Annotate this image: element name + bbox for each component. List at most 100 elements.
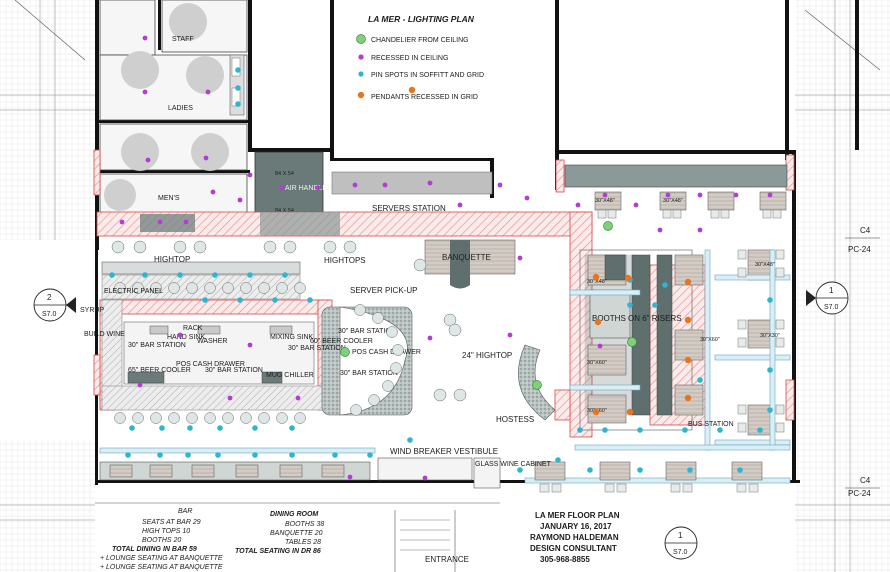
- beer-cooler-65: 65" BEER COOLER: [128, 367, 191, 374]
- bar-stool: [258, 282, 270, 294]
- ladies-label: LADIES: [168, 105, 193, 112]
- recessed-light-icon: [524, 195, 530, 201]
- recessed-light-icon: [422, 475, 428, 481]
- mixing-sink-label: MIXING SINK: [270, 334, 314, 341]
- recessed-light-icon: [657, 227, 663, 233]
- recessed-light-icon: [295, 395, 301, 401]
- section-sheet-left: S7.0: [42, 311, 57, 318]
- recessed-light-icon: [517, 255, 523, 261]
- recessed-light-icon: [119, 219, 125, 225]
- walls: [95, 0, 859, 485]
- bar-labels: SERVER PICK-UP ELECTRIC PANEL SYRUP BUIL…: [80, 286, 417, 338]
- pendant-icon: [594, 318, 602, 326]
- pin-spot-icon: [407, 437, 413, 443]
- legend-item-1: CHANDELIER FROM CEILING: [371, 37, 469, 44]
- pin-spot-icon: [142, 272, 148, 278]
- column-tag-top-b: PC-24: [848, 245, 871, 254]
- recessed-light-icon: [210, 189, 216, 195]
- recessed-light-icon: [203, 155, 209, 161]
- column-tag-top-a: C4: [860, 226, 871, 235]
- recessed-light-icon: [352, 182, 358, 188]
- wind-breaker-label: WIND BREAKER VESTIBULE: [390, 447, 498, 456]
- pin-spot-icon: [602, 427, 608, 433]
- bar-stool: [114, 282, 126, 294]
- bar-stool: [240, 282, 252, 294]
- bar-stool: [132, 282, 144, 294]
- hostess-stand: HOSTESS: [496, 344, 556, 424]
- banquette-label: BANQUETTE: [442, 253, 491, 262]
- bar-notes-total: TOTAL DINING IN BAR 59: [112, 546, 197, 553]
- pin-spot-icon: [717, 427, 723, 433]
- legend-item-4: PENDANTS RECESSED IN GRID: [371, 94, 478, 101]
- pin-spot-icon: [247, 272, 253, 278]
- hightops-label: HIGHTOPS: [324, 256, 366, 265]
- bar-stool: [132, 412, 144, 424]
- pin-spot-icon: [289, 425, 295, 431]
- pin-spot-icon: [697, 377, 703, 383]
- pin-spot-icon: [272, 297, 278, 303]
- section-number-bottom: 1: [678, 531, 683, 540]
- hightops: HIGHTOP HIGHTOPS 24" HIGHTOP: [111, 240, 512, 402]
- pin-spot-icon: [202, 297, 208, 303]
- table-size-5: 30"X60": [700, 337, 720, 343]
- pin-spot-icon: [577, 427, 583, 433]
- recessed-light-icon: [227, 395, 233, 401]
- recessed-light-icon: [157, 219, 163, 225]
- air-handler-dim-bottom: 84 X 54: [275, 208, 294, 214]
- bar-stool: [204, 282, 216, 294]
- pin-spot-icon: [217, 425, 223, 431]
- pin-spot-icon: [235, 67, 241, 73]
- bus-station-label: BUS STATION: [688, 421, 734, 428]
- vestibule: WIND BREAKER VESTIBULE GLASS WINE CABINE…: [377, 421, 734, 572]
- legend-item-3: PIN SPOTS IN SOFFITT AND GRID: [371, 72, 484, 79]
- bar-stool: [114, 412, 126, 424]
- recessed-light-icon: [733, 192, 739, 198]
- pin-spot-icon: [662, 282, 668, 288]
- lighting-legend: LA MER - LIGHTING PLAN CHANDELIER FROM C…: [356, 14, 484, 101]
- recessed-light-icon: [145, 157, 151, 163]
- pendant-icon: [624, 274, 632, 282]
- pin-spot-icon: [587, 467, 593, 473]
- recessed-light-icon: [358, 54, 364, 60]
- table-size-6: 30"X30": [760, 333, 780, 339]
- bar-notes-line-2: HIGH TOPS 10: [142, 528, 190, 535]
- title-line-1: LA MER FLOOR PLAN: [535, 511, 620, 520]
- staff-label: STAFF: [172, 36, 194, 43]
- pin-spot-icon: [159, 425, 165, 431]
- legend-title: LA MER - LIGHTING PLAN: [368, 14, 475, 24]
- pin-spot-icon: [652, 302, 658, 308]
- pin-spot-icon: [125, 452, 131, 458]
- title-line-3: RAYMOND HALDEMAN: [530, 533, 619, 542]
- pos-cash-drawer-1: POS CASH DRAWER: [176, 361, 245, 368]
- pin-spot-icon: [282, 272, 288, 278]
- table-size-1: 30"X48": [663, 198, 683, 204]
- chandelier-icon: [603, 221, 613, 231]
- pendant-icon: [592, 273, 600, 281]
- recessed-light-icon: [177, 332, 183, 338]
- bar-notes-heading: BAR: [178, 508, 192, 515]
- pos-cash-drawer-2: POS CASH DRAWER: [352, 349, 421, 356]
- pin-spot-icon: [157, 452, 163, 458]
- electric-panel-label: ELECTRIC PANEL: [104, 288, 163, 295]
- recessed-light-icon: [137, 382, 143, 388]
- pin-spot-icon: [109, 272, 115, 278]
- recessed-light-icon: [457, 202, 463, 208]
- bar-stool: [168, 412, 180, 424]
- pin-spot-icon: [212, 272, 218, 278]
- bar-booths: [99, 447, 376, 481]
- pin-spot-icon: [235, 101, 241, 107]
- legend-item-2: RECESSED IN CEILING: [371, 55, 448, 62]
- pin-spot-icon: [737, 467, 743, 473]
- dining-notes-total: TOTAL SEATING IN DR 86: [235, 548, 321, 555]
- seating-notes: BAR SEATS AT BAR 29 HIGH TOPS 10 BOOTHS …: [95, 502, 500, 571]
- hightop-label: HIGHTOP: [154, 255, 190, 264]
- recessed-light-icon: [697, 192, 703, 198]
- bar-stool: [382, 380, 394, 392]
- recessed-light-icon: [575, 202, 581, 208]
- air-handlers: 84 X 54 AIR HANDLERS 84 X 54: [254, 151, 337, 219]
- servers-station-label: SERVERS STATION: [372, 204, 446, 213]
- section-sheet-bottom: S7.0: [673, 549, 688, 556]
- section-number-left: 2: [47, 293, 52, 302]
- recessed-light-icon: [142, 35, 148, 41]
